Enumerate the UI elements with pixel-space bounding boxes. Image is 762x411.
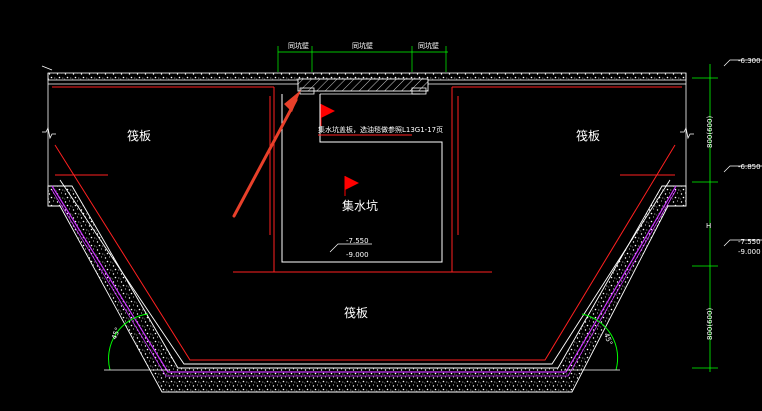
slab-label-right: 筏板: [576, 129, 600, 143]
angle-marks: 45° 45°: [104, 313, 620, 371]
angle-right-label: 45°: [602, 332, 614, 346]
sump-label: 集水坑: [342, 198, 378, 213]
flag-marker-icon: [320, 104, 335, 126]
sump-pit-outline: [281, 93, 443, 263]
arrow-pointer-icon: [232, 90, 301, 218]
angle-left-label: 45°: [110, 326, 122, 340]
elev-right-bottom: -7.550: [738, 238, 761, 246]
sump-cover: [297, 78, 429, 95]
excavation-bed: [47, 179, 687, 393]
elev-sump: -7.550: [346, 237, 369, 245]
slab-label-bottom: 筏板: [344, 306, 368, 320]
rebar-lines: [52, 86, 682, 361]
elev-mid: -6.850: [738, 163, 761, 171]
elev-right-bottom-alt: -9.000: [738, 248, 761, 256]
right-dimension: 800(600) 800(600) H -6.300 -6.850 -7.550…: [692, 57, 762, 372]
dim-top-2: 同坑壁: [352, 41, 373, 50]
note-label: 集水坑盖板，选油毯做参照L13G1-17页: [318, 125, 443, 134]
elev-sump-alt: -9.000: [346, 251, 369, 259]
dim-top-1: 同坑壁: [288, 41, 309, 50]
elev-top: -6.300: [738, 57, 761, 65]
slab-label-left: 筏板: [127, 129, 151, 143]
dim-right-2: 800(600): [706, 308, 714, 340]
flag-marker-icon: [344, 176, 359, 196]
dim-right-mid: H: [706, 222, 711, 230]
top-dimension: 同坑壁 同坑壁 同坑壁: [277, 41, 448, 72]
dim-top-3: 同坑壁: [418, 41, 439, 50]
dim-right-1: 800(600): [706, 116, 714, 148]
sump-elevation: -7.550 -9.000: [329, 237, 372, 259]
break-lines: [42, 126, 694, 140]
